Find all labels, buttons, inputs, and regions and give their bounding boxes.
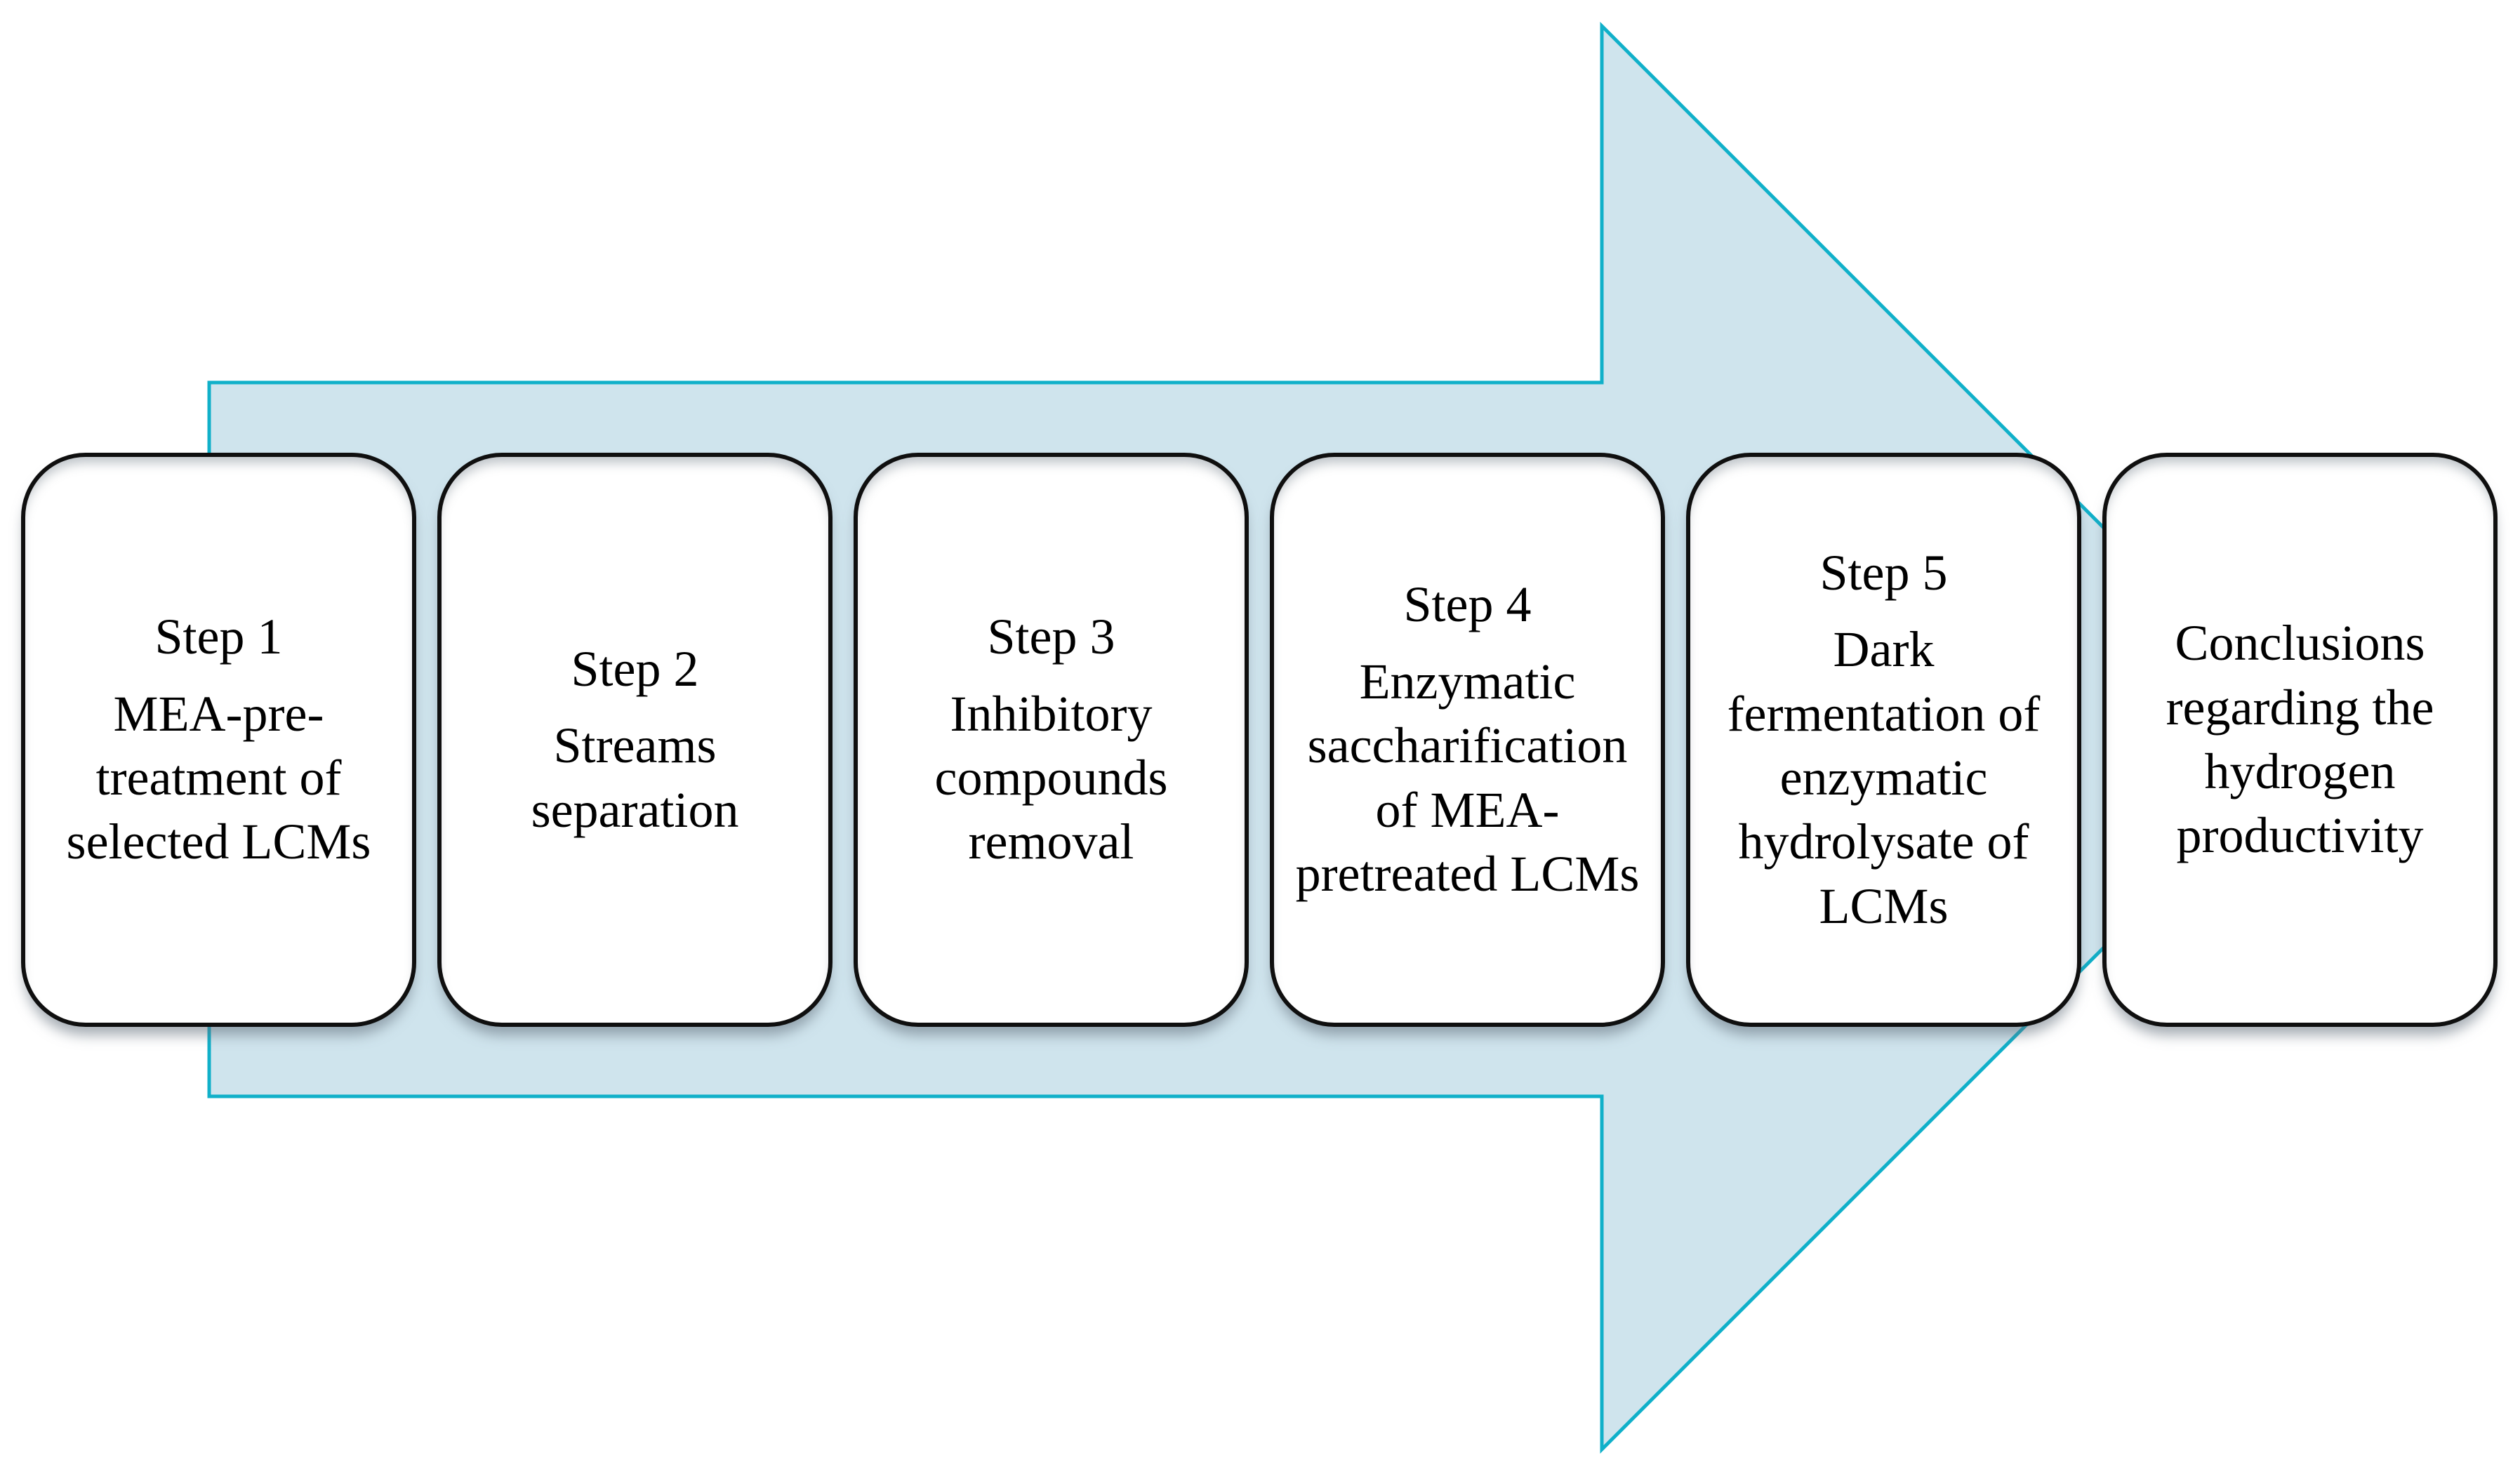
step-box-2: Step 2 Streams separation [437,453,833,1027]
step-body: Conclusions regarding the hydrogen produ… [2166,615,2434,864]
step-body: Inhibitory compounds removal [934,685,1168,870]
step-title: Step 3 [987,609,1115,665]
step-body: Streams separation [531,717,739,838]
step-box-conclusions: Conclusions regarding the hydrogen produ… [2102,453,2498,1027]
step-body: Dark fermentation of enzymatic hydrolysa… [1727,621,2041,934]
step-title: Step 4 [1403,576,1532,633]
step-title: Step 5 [1819,544,1948,601]
arrow-shape [207,21,2316,1454]
step-box-3: Step 3 Inhibitory compounds removal [854,453,1249,1027]
step-title: Step 1 [154,609,283,665]
step-box-4: Step 4 Enzymatic saccharification of MEA… [1270,453,1665,1027]
step-body: MEA-pre- treatment of selected LCMs [66,685,371,870]
step-title: Step 2 [571,640,699,697]
step-box-1: Step 1 MEA-pre- treatment of selected LC… [21,453,416,1027]
step-box-5: Step 5 Dark fermentation of enzymatic hy… [1686,453,2081,1027]
step-body: Enzymatic saccharification of MEA- pretr… [1295,653,1640,903]
